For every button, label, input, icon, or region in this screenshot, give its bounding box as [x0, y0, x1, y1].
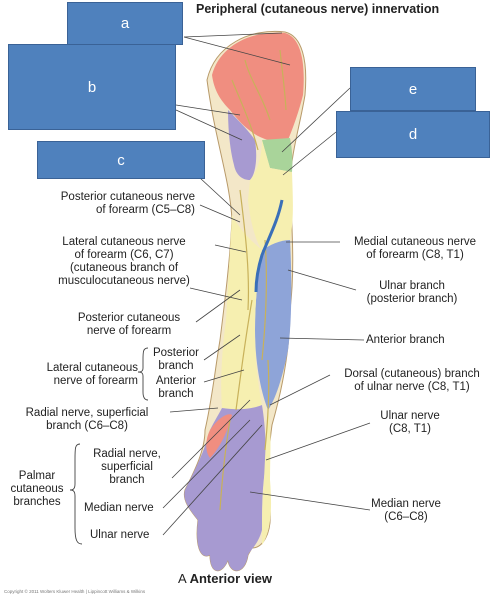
caption-letter: A	[178, 571, 186, 586]
label-palmar-cutaneous-branches: Palmar cutaneous branches	[10, 470, 64, 508]
label-posterior-cutaneous-nerve-forearm: Posterior cutaneous nerve of forearm	[77, 312, 181, 337]
caption-text: Anterior view	[189, 571, 272, 586]
label-box-b: b	[8, 44, 176, 130]
label-ulnar-branch-posterior: Ulnar branch (posterior branch)	[366, 280, 458, 305]
medial-nerve-trunk	[254, 199, 284, 293]
brace-palmar	[69, 443, 83, 545]
label-anterior-branch-right: Anterior branch	[366, 334, 445, 346]
view-caption: A Anterior view	[178, 571, 272, 586]
label-anterior-branch-left: Anterior branch	[155, 375, 197, 400]
label-ulnar-nerve-left: Ulnar nerve	[90, 529, 150, 541]
label-radial-nerve-superficial: Radial nerve, superficial branch	[93, 448, 161, 486]
label-posterior-branch: Posterior branch	[152, 347, 200, 372]
label-box-c: c	[37, 141, 205, 179]
brace-left-branch	[137, 347, 149, 401]
label-dorsal-ulnar-branch: Dorsal (cutaneous) branch of ulnar nerve…	[344, 368, 480, 393]
label-posterior-cutaneous-forearm-c5c8: Posterior cutaneous nerve of forearm (C5…	[60, 191, 195, 216]
label-median-nerve-left: Median nerve	[84, 502, 154, 514]
green-zone	[262, 138, 293, 172]
red-zone-wrist	[206, 414, 232, 458]
purple-zone-upper	[228, 110, 257, 180]
label-box-e: e	[350, 67, 476, 111]
purple-zone-hand	[184, 405, 266, 571]
label-median-nerve-right: Median nerve (C6–C8)	[371, 498, 441, 523]
yellow-zone-hand	[262, 410, 272, 545]
diagram-title: Peripheral (cutaneous nerve) innervation	[196, 2, 440, 16]
label-medial-cutaneous-forearm: Medial cutaneous nerve of forearm (C8, T…	[353, 236, 477, 261]
leader-lines	[162, 32, 371, 536]
yellow-zone-arm	[248, 140, 293, 250]
copyright-notice: Copyright © 2011 Wolters Kluwer Health |…	[4, 589, 146, 594]
label-ulnar-nerve-right: Ulnar nerve (C8, T1)	[380, 410, 440, 435]
blue-zone-forearm	[255, 240, 292, 410]
yellow-zone-forearm	[221, 215, 262, 410]
label-lateral-cutaneous-nerve-forearm: Lateral cutaneous nerve of forearm	[46, 362, 138, 387]
label-box-d: d	[336, 111, 490, 158]
label-lateral-cutaneous-forearm-c6c7: Lateral cutaneous nerve of forearm (C6, …	[58, 236, 190, 287]
label-radial-nerve-superficial-branch-c6c8: Radial nerve, superficial branch (C6–C8)	[25, 407, 149, 432]
nerve-branches	[219, 49, 287, 511]
label-box-a: a	[67, 2, 183, 45]
